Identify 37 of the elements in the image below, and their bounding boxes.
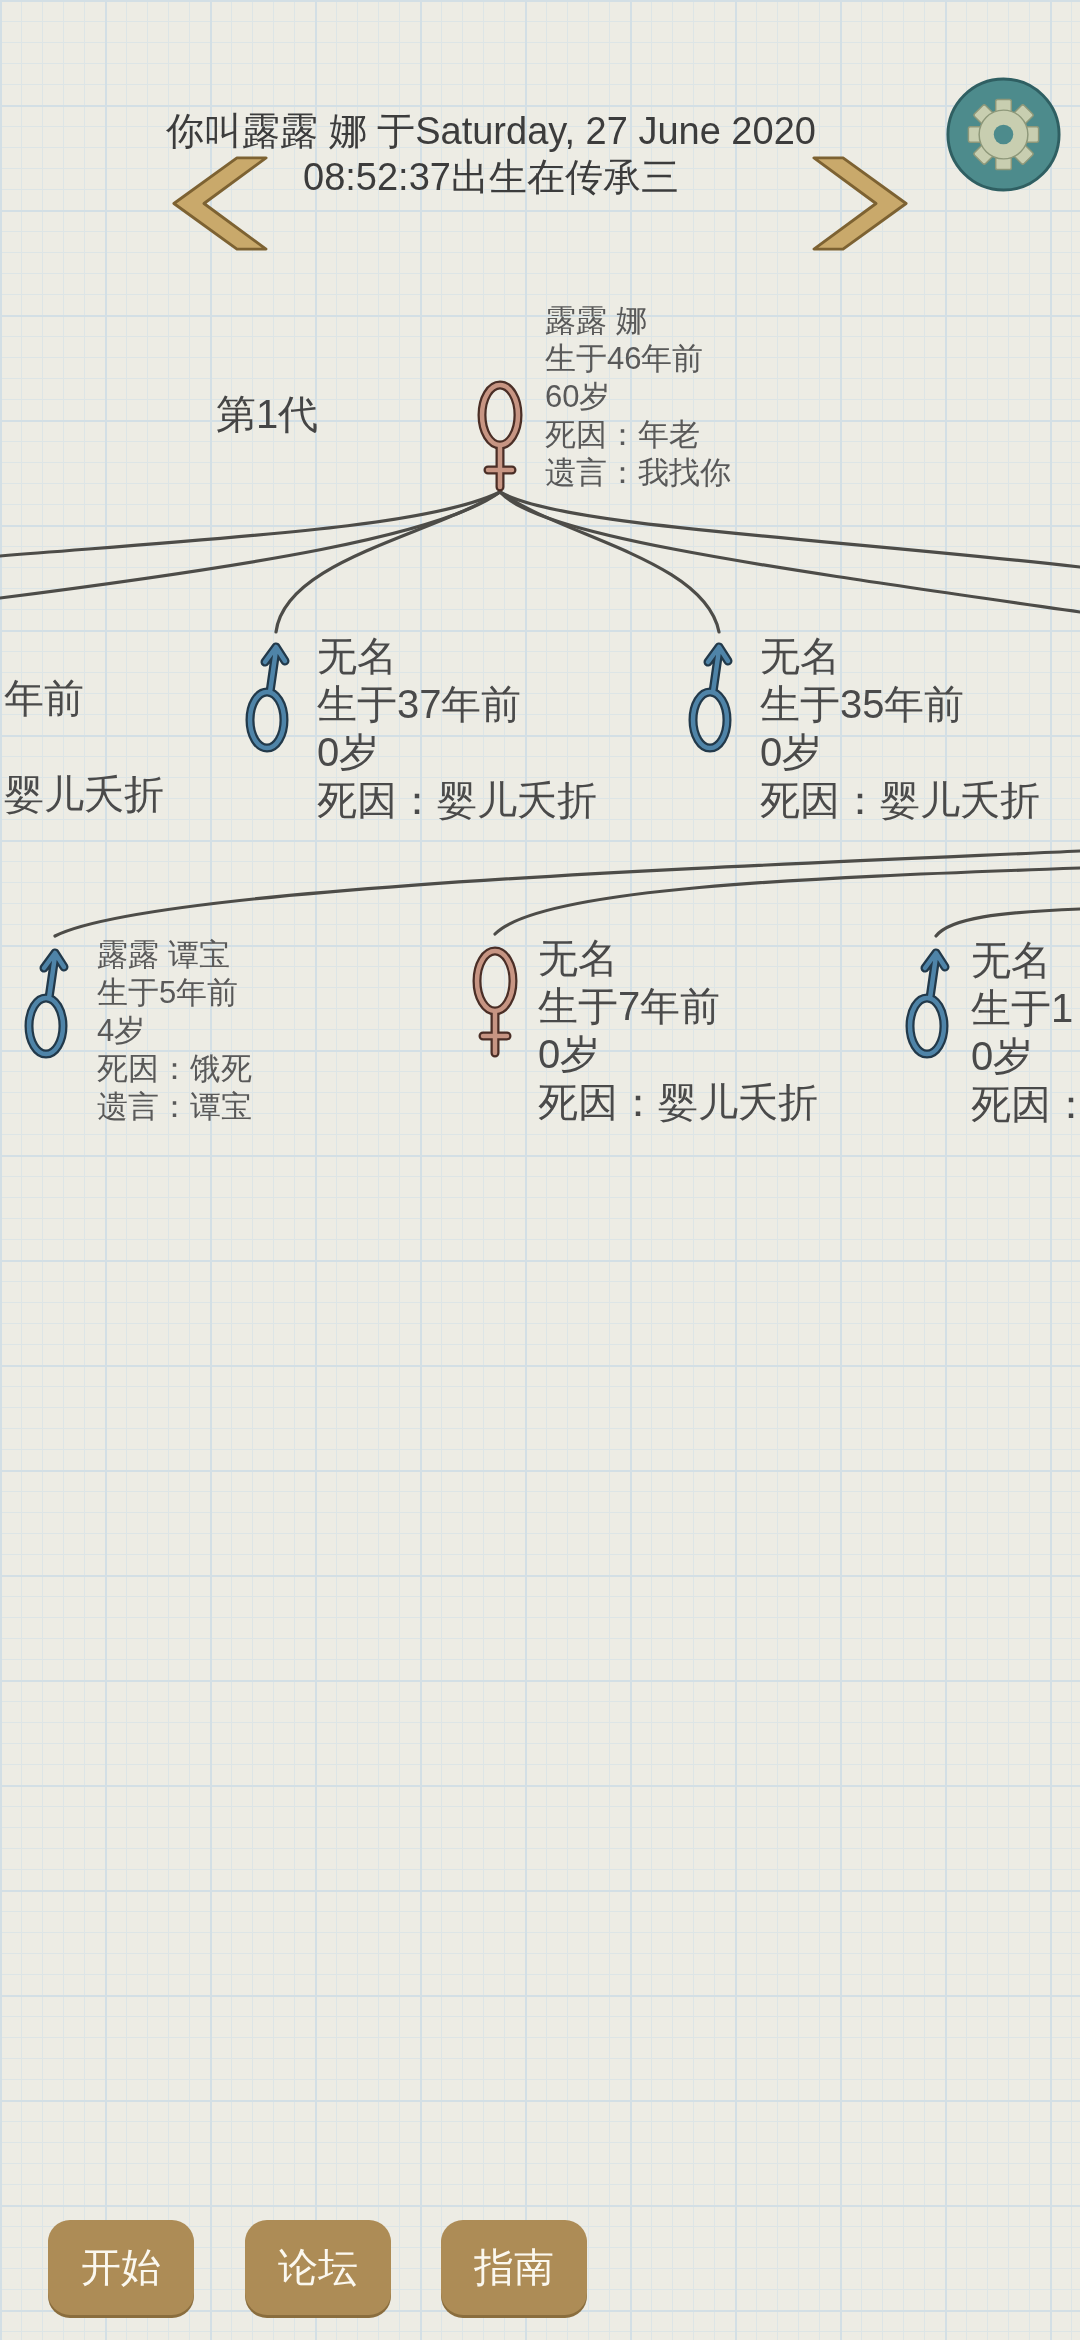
- cause-of-death: 死因：年老: [545, 416, 701, 454]
- connector: [934, 907, 1080, 938]
- cause-of-death: 死因：饿死: [97, 1050, 252, 1088]
- cause-of-death: 死因：婴儿夭折: [538, 1079, 818, 1126]
- birth-info: 生于35年前: [760, 681, 966, 728]
- cause-of-death: 婴儿夭折: [4, 771, 164, 818]
- age-info: 4岁: [97, 1012, 147, 1050]
- connector: [274, 490, 502, 634]
- birth-info: 生于7年前: [538, 983, 722, 1030]
- last-words: 遗言：谭宝: [97, 1088, 252, 1126]
- age-info: 60岁: [545, 378, 612, 416]
- cause-of-death: 死因：婴儿夭折: [317, 777, 597, 824]
- connector: [53, 849, 1080, 938]
- guide-button: 指南: [441, 2220, 587, 2315]
- person-name: 露露 娜: [545, 302, 648, 340]
- person-name: 无名: [971, 937, 1052, 984]
- title: 你叫露露 娜 于Saturday, 27 June 2020 08:52:37出生在传承三: [165, 109, 817, 200]
- generation-label: 第1代: [216, 391, 319, 438]
- person-name: 无名: [760, 633, 841, 680]
- connector: [493, 866, 1080, 936]
- birth-info: 生于5年前: [97, 974, 240, 1012]
- last-words: 遗言：我找你: [545, 454, 731, 492]
- birth-info: 年前: [4, 675, 85, 722]
- age-info: 0岁: [971, 1033, 1035, 1080]
- person-name: 无名: [538, 935, 619, 982]
- person-name: 露露 谭宝: [97, 936, 231, 974]
- cause-of-death: 死因：: [971, 1081, 1080, 1128]
- start-button: 开始: [48, 2220, 194, 2315]
- birth-info: 生于37年前: [317, 681, 523, 728]
- age-info: 0岁: [538, 1031, 602, 1078]
- cause-of-death: 死因：婴儿夭折: [760, 777, 1040, 824]
- age-info: 0岁: [317, 729, 381, 776]
- forum-button: 论坛: [245, 2220, 391, 2315]
- birth-info: 生于46年前: [545, 340, 705, 378]
- person-name: 无名: [317, 633, 398, 680]
- age-info: 0岁: [760, 729, 824, 776]
- birth-info: 生于1: [971, 985, 1075, 1032]
